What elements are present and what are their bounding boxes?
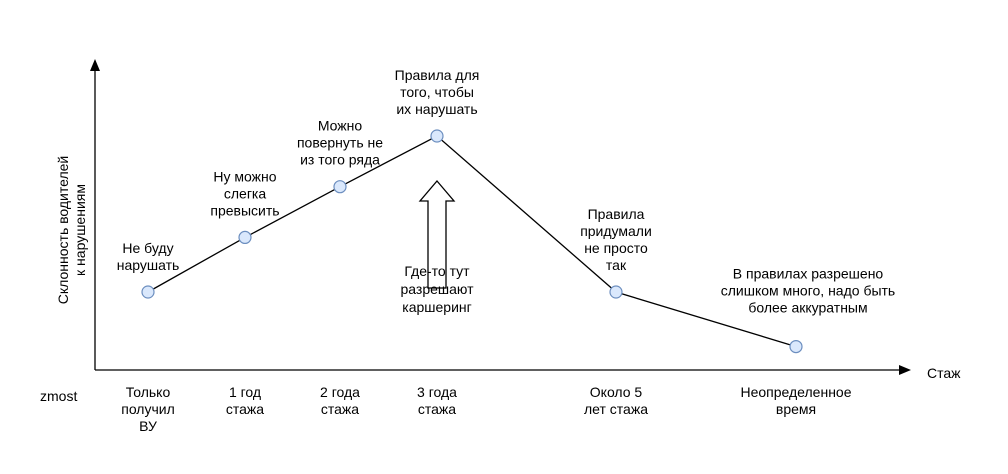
series-line	[147, 135, 797, 348]
watermark: zmost	[40, 388, 77, 404]
data-point	[430, 129, 444, 143]
x-axis-arrowhead	[899, 365, 911, 375]
data-point	[141, 285, 155, 299]
y-axis-title-line-1: Склонность водителей	[55, 156, 71, 304]
data-point	[609, 285, 623, 299]
data-point	[238, 230, 252, 244]
data-point	[789, 340, 803, 354]
x-axis-title: Стаж	[927, 365, 961, 381]
y-axis-title-line-2: к нарушениям	[72, 184, 88, 276]
y-axis-arrowhead	[90, 59, 100, 71]
y-axis-title: Склонность водителейк нарушениям	[55, 156, 88, 304]
carsharing-arrow	[418, 179, 456, 289]
data-point	[333, 180, 347, 194]
data-points	[141, 129, 803, 354]
